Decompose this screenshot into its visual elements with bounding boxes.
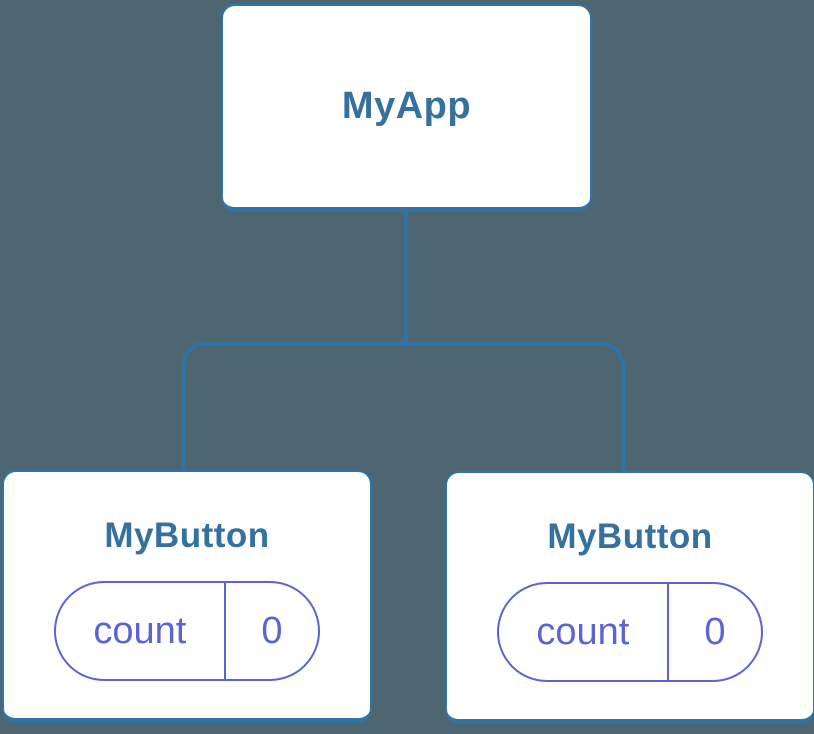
- state-pill-left: count 0: [54, 581, 320, 681]
- state-value-label: 0: [261, 609, 283, 652]
- connector-stem: [404, 212, 408, 345]
- node-myapp-label: MyApp: [341, 85, 472, 127]
- node-mybutton-right-label: MyButton: [547, 517, 713, 556]
- node-mybutton-left-label: MyButton: [104, 516, 270, 555]
- state-key-label: count: [499, 584, 669, 680]
- state-pill-right: count 0: [497, 582, 763, 682]
- node-mybutton-left: MyButton count 0: [2, 470, 372, 723]
- node-myapp: MyApp: [221, 4, 592, 212]
- connector-bracket: [181, 341, 625, 472]
- node-mybutton-right: MyButton count 0: [445, 471, 814, 724]
- state-value-label: 0: [704, 610, 726, 653]
- state-key-label: count: [56, 583, 226, 679]
